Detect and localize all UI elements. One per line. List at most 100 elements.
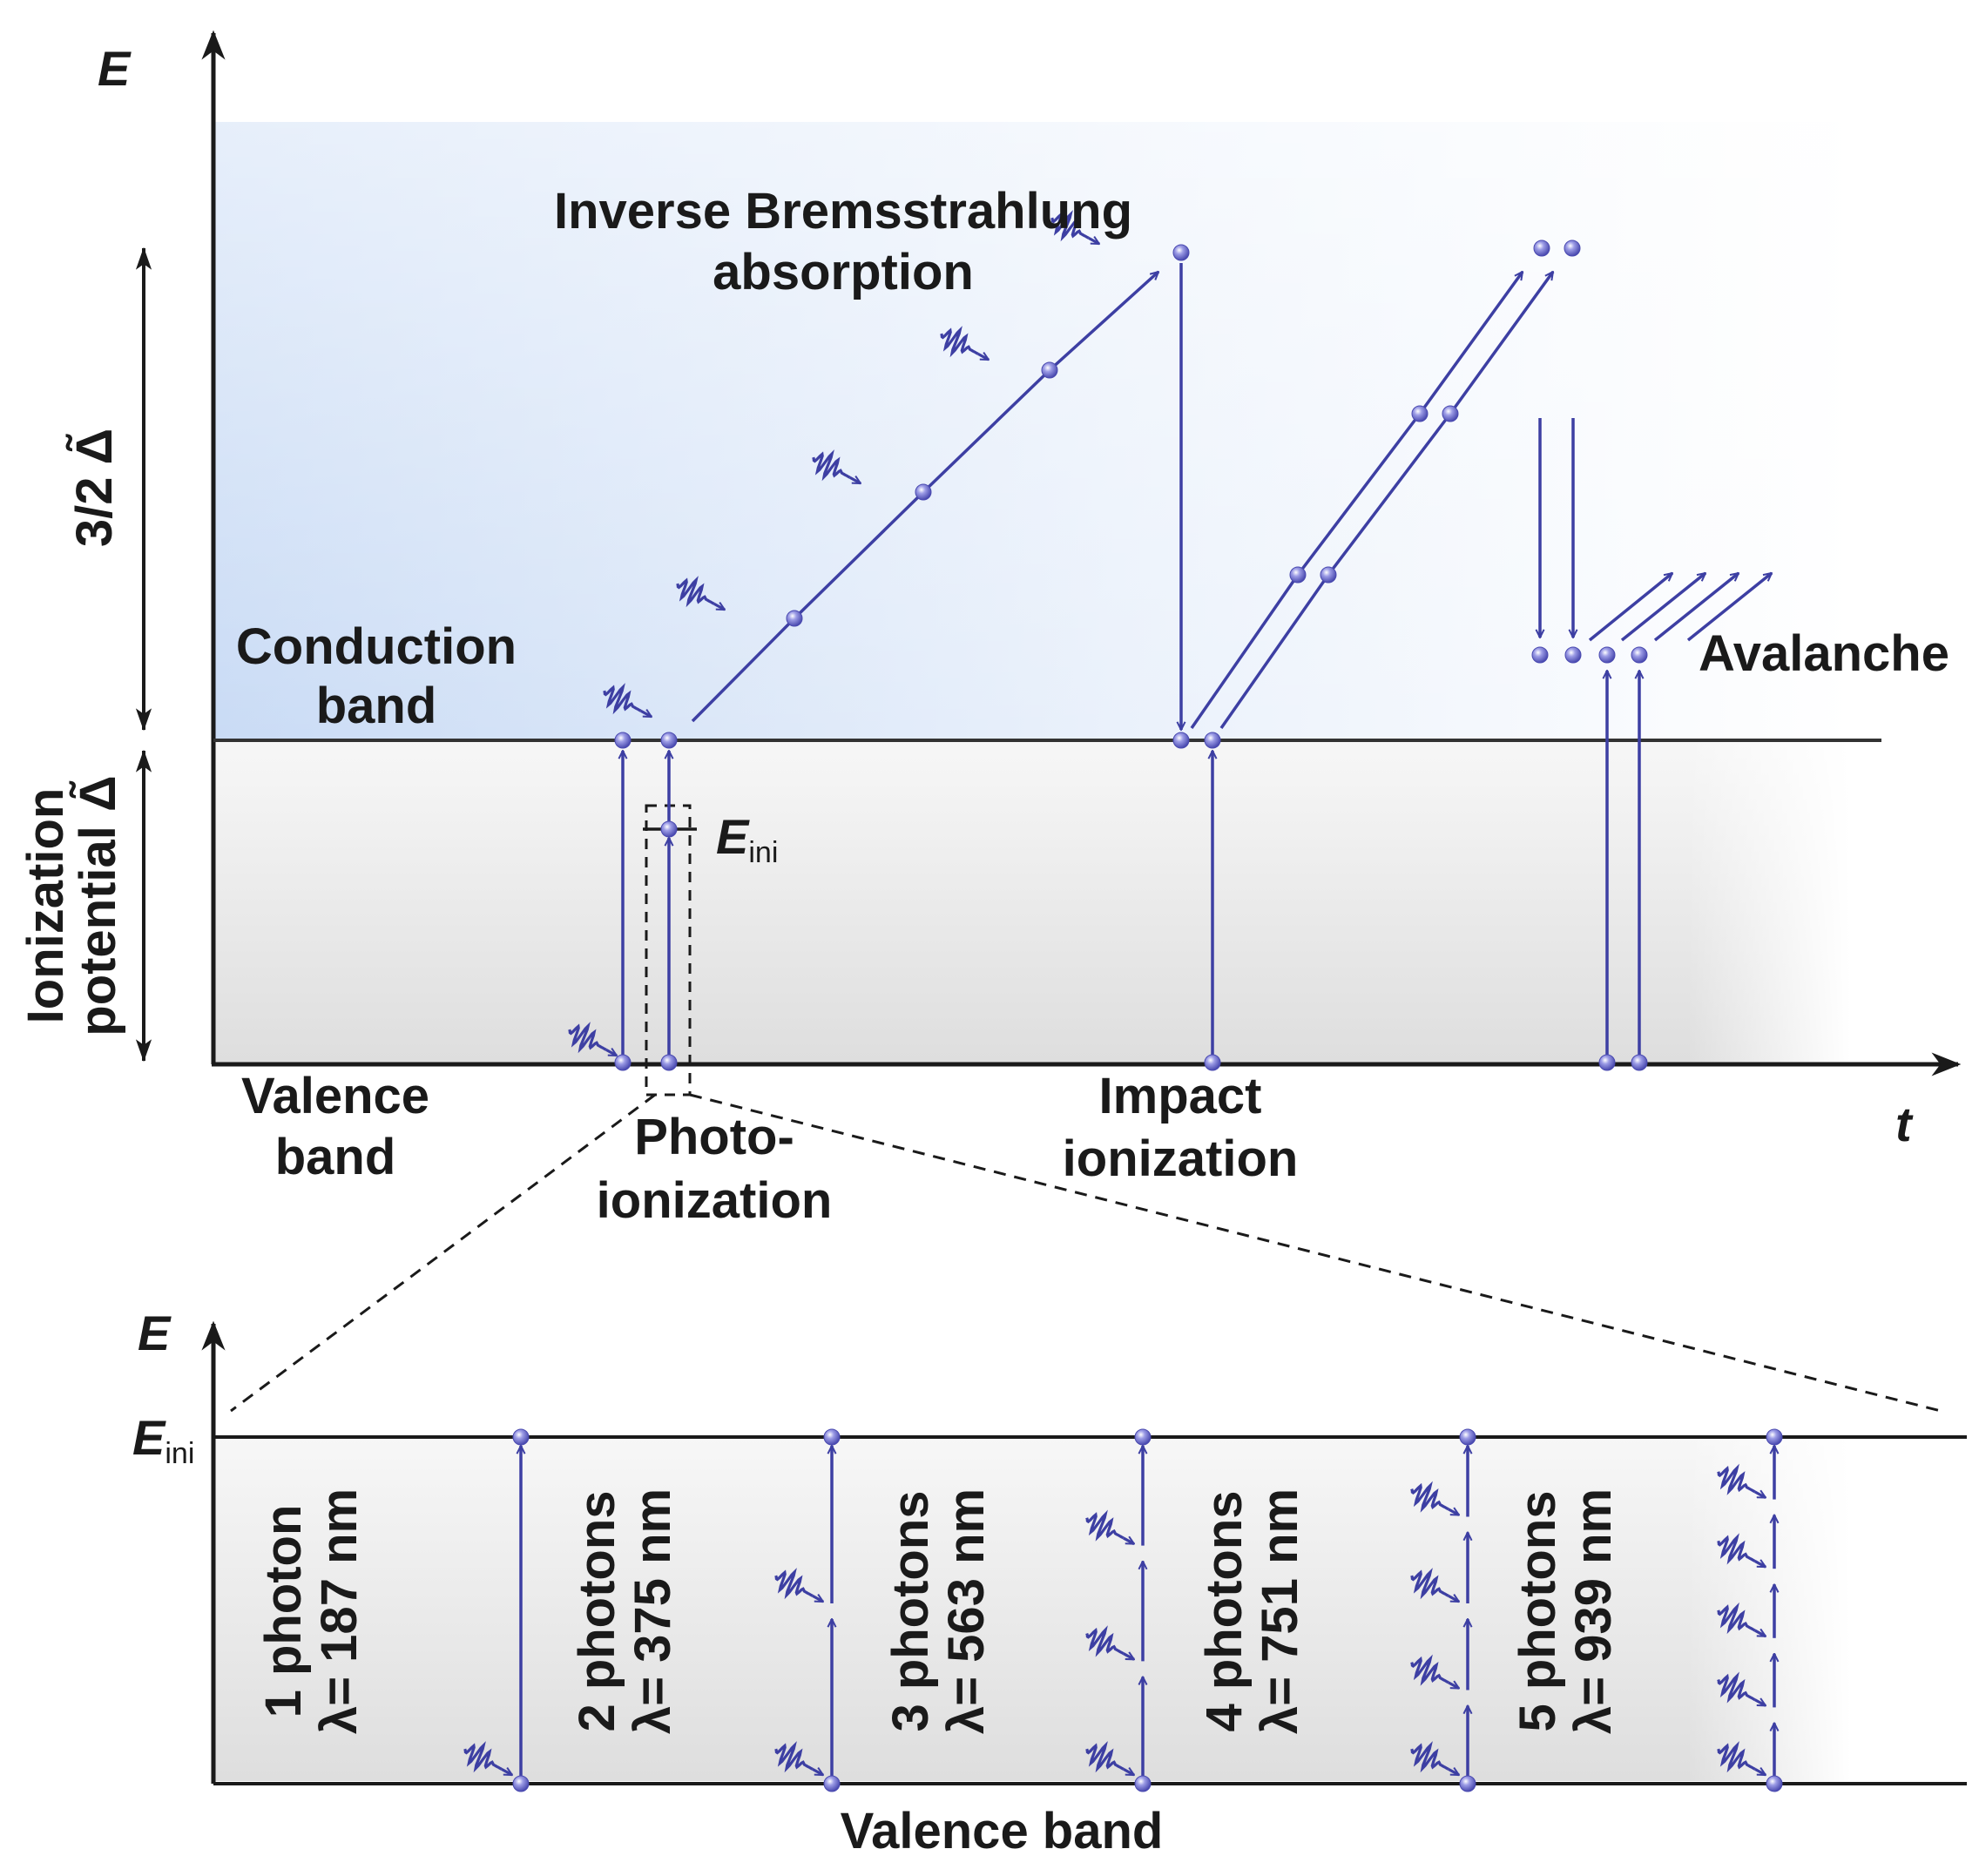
photon-icons xyxy=(463,210,1766,1777)
electron-dot xyxy=(660,820,678,838)
electrons xyxy=(512,240,1783,1792)
transition-arrow xyxy=(1588,573,1672,642)
trajectory-line xyxy=(1190,574,1300,729)
conduction-band-label-2: band xyxy=(316,678,437,734)
photon-icon xyxy=(1410,1741,1459,1777)
electron-dot xyxy=(660,732,678,749)
trajectory-line xyxy=(922,368,1051,494)
photoionization-label-1: Photo- xyxy=(634,1109,794,1165)
excess-energy-label: 3/2 Δ̃ xyxy=(66,429,123,547)
photon-count-label: 3 photons xyxy=(882,1490,939,1731)
electron-dot xyxy=(512,1775,530,1792)
photon-icon xyxy=(568,1022,617,1057)
photoionization-label-2: ionization xyxy=(597,1172,833,1229)
photon-icon xyxy=(676,576,725,611)
photon-icon xyxy=(1410,1481,1459,1516)
transition-arrow xyxy=(1653,573,1739,642)
photon-count-label: 1 photon xyxy=(255,1505,312,1718)
electron-dot xyxy=(512,1428,530,1446)
electron-dot xyxy=(1320,566,1337,584)
photon-icon xyxy=(463,1741,512,1777)
ionization-potential-label-2: potential Δ̃ xyxy=(70,775,126,1036)
wavelength-label: λ= 187 nm xyxy=(311,1488,368,1734)
bottom-energy-axis-label: E xyxy=(138,1306,172,1360)
ibs-label-1: Inverse Bremsstrahlung xyxy=(554,183,1132,240)
photon-icon xyxy=(603,683,652,719)
trajectory-line xyxy=(691,617,796,723)
eini-bottom-label: Eini xyxy=(132,1410,194,1470)
photon-icon xyxy=(1410,1654,1459,1690)
electron-dot xyxy=(1411,405,1429,422)
transition-arrow xyxy=(1620,573,1705,642)
bottom-valence-band-label: Valence band xyxy=(841,1803,1164,1859)
photon-icon xyxy=(940,326,989,361)
photon-count-label: 4 photons xyxy=(1196,1490,1253,1731)
photon-icon xyxy=(812,449,861,485)
electron-dot xyxy=(1631,1054,1648,1071)
transition-arrow xyxy=(1449,272,1555,415)
electron-dot xyxy=(1598,1054,1616,1071)
photon-icon xyxy=(1717,1741,1766,1777)
electron-dot xyxy=(614,1054,632,1071)
electron-dot xyxy=(660,1054,678,1071)
electron-dot xyxy=(786,610,803,627)
valence-band-label-1: Valence xyxy=(241,1068,429,1124)
electron-dot xyxy=(1289,566,1307,584)
photon-icon xyxy=(1717,1533,1766,1569)
trajectory-line xyxy=(793,490,925,620)
ibs-label-2: absorption xyxy=(713,244,974,300)
electron-dot xyxy=(1531,646,1549,664)
electron-dot xyxy=(1204,1054,1221,1071)
electron-dot xyxy=(823,1428,841,1446)
impact-ionization-label-2: ionization xyxy=(1063,1130,1299,1187)
electron-dot xyxy=(1172,732,1190,749)
wavelength-label: λ= 375 nm xyxy=(625,1488,681,1734)
electron-dot xyxy=(1533,240,1550,257)
electron-dot xyxy=(1459,1428,1476,1446)
top-energy-axis-label: E xyxy=(98,41,132,96)
electron-dot xyxy=(1598,646,1616,664)
electron-dot xyxy=(1172,244,1190,261)
electron-dot xyxy=(1134,1775,1152,1792)
electron-dot xyxy=(1041,361,1058,379)
electron-dot xyxy=(1631,646,1648,664)
electron-dot xyxy=(1442,405,1459,422)
conduction-band-label-1: Conduction xyxy=(236,618,517,675)
trajectory-line xyxy=(1219,573,1330,730)
photon-icon xyxy=(774,1568,823,1603)
electron-dot xyxy=(614,732,632,749)
electron-dot xyxy=(823,1775,841,1792)
electron-dot xyxy=(1766,1428,1783,1446)
valence-band-label-2: band xyxy=(275,1129,396,1185)
photon-count-label: 5 photons xyxy=(1510,1490,1566,1731)
photon-icon xyxy=(1050,210,1099,246)
electron-dot xyxy=(1564,646,1582,664)
wavelength-label: λ= 751 nm xyxy=(1252,1488,1308,1734)
photon-icon xyxy=(1085,1741,1134,1777)
eini-top-label: Eini xyxy=(716,809,778,869)
electron-dot xyxy=(1766,1775,1783,1792)
photon-count-label: 2 photons xyxy=(569,1490,625,1731)
photon-icon xyxy=(1717,1602,1766,1638)
wavelength-label: λ= 563 nm xyxy=(938,1488,995,1734)
electron-dot xyxy=(1459,1775,1476,1792)
impact-ionization-label-1: Impact xyxy=(1099,1068,1262,1124)
ionization-potential-label-1: Ionization xyxy=(17,788,74,1024)
electron-dot xyxy=(1564,240,1581,257)
photon-icon xyxy=(1717,1463,1766,1500)
photon-icon xyxy=(774,1741,823,1777)
wavelength-label: λ= 939 nm xyxy=(1565,1488,1622,1734)
transition-arrow xyxy=(1418,272,1524,415)
electron-dot xyxy=(1204,732,1221,749)
trajectory-line xyxy=(1327,412,1452,577)
electron-dot xyxy=(915,483,932,501)
electron-dot xyxy=(1134,1428,1152,1446)
time-axis-label: t xyxy=(1895,1097,1914,1151)
photon-icon xyxy=(1410,1568,1459,1603)
photon-icon xyxy=(1085,1625,1134,1661)
transition-arrow xyxy=(1686,573,1772,642)
transition-arrows xyxy=(521,263,1774,1777)
